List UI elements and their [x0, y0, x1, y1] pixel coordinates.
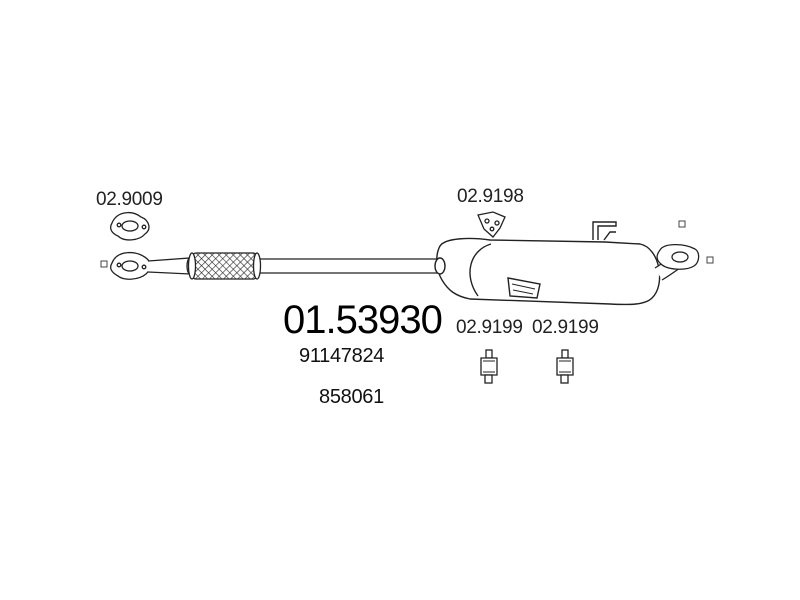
- component-label-gasket-front: 02.9009: [96, 189, 163, 210]
- main-part-number: 01.53930: [283, 298, 443, 342]
- front-flange: [110, 251, 151, 280]
- oe-number-2: 858061: [319, 386, 384, 408]
- front-pipe: [147, 257, 194, 275]
- component-label-mount-2: 02.9199: [532, 317, 599, 338]
- rear-muffler: [434, 221, 661, 306]
- component-label-mount-1: 02.9199: [456, 317, 523, 338]
- flex-pipe: [187, 252, 262, 280]
- gasket-icon: [110, 212, 150, 241]
- tail-pipe: [654, 243, 700, 281]
- square-marker-icon: [678, 220, 686, 228]
- gasket-icon: [477, 211, 506, 238]
- oe-number-1: 91147824: [299, 345, 385, 367]
- rubber-mount-icon: [556, 349, 574, 384]
- component-label-gasket-rear: 02.9198: [457, 186, 524, 207]
- rubber-mount-icon: [480, 349, 498, 384]
- square-marker-icon: [100, 260, 108, 268]
- middle-pipe: [260, 258, 440, 274]
- square-marker-icon: [706, 256, 714, 264]
